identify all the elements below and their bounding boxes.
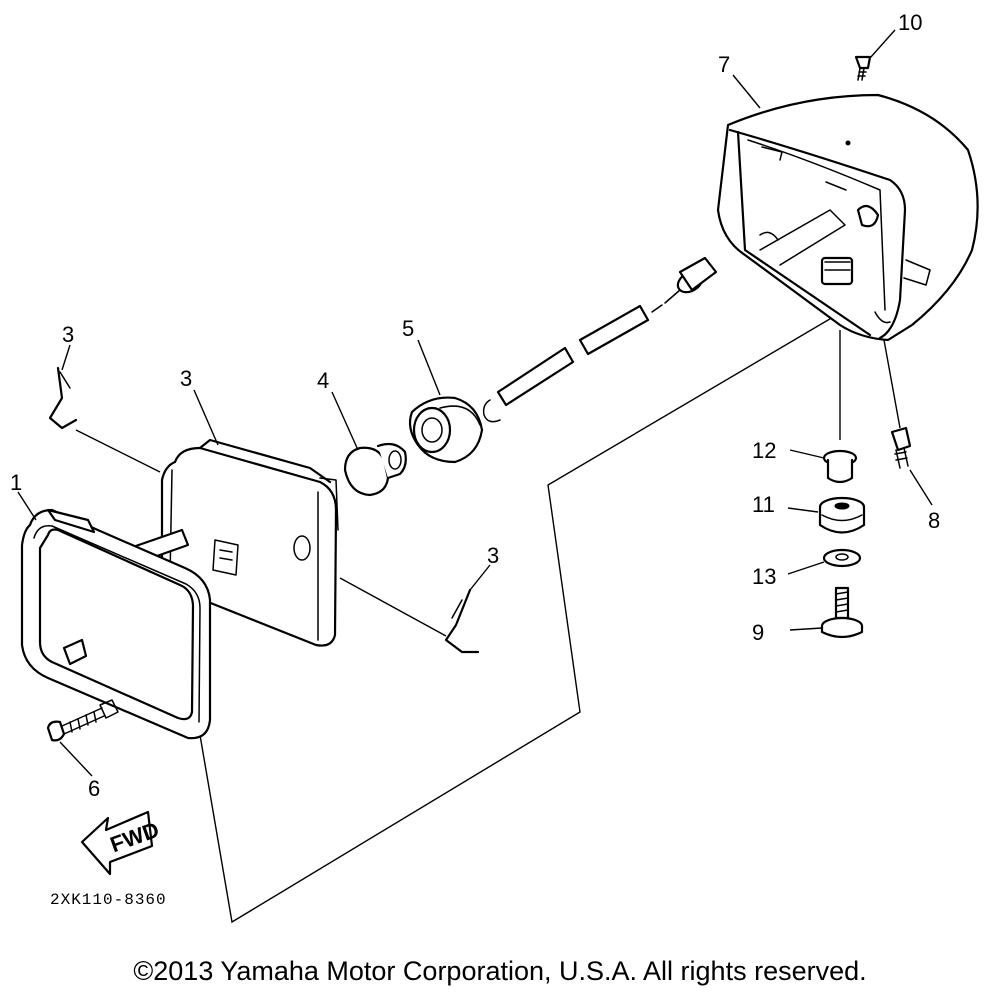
leader-2 xyxy=(193,389,219,446)
part-label-8: 8 xyxy=(928,508,940,533)
part-label-11: 11 xyxy=(752,492,775,517)
part-label-13: 13 xyxy=(752,564,776,589)
copyright-notice: ©2013 Yamaha Motor Corporation, U.S.A. A… xyxy=(133,956,867,986)
part-label-3-lower: 3 xyxy=(487,543,499,568)
spring-clip-lower xyxy=(444,588,480,654)
leader-12 xyxy=(789,449,825,459)
part-label-2: 3 xyxy=(180,366,192,391)
washer-13 xyxy=(822,548,862,568)
part-label-6: 6 xyxy=(88,776,100,801)
leader-8 xyxy=(909,469,933,506)
clip-guide-lower xyxy=(339,577,447,637)
assembly-guide-line xyxy=(199,299,863,924)
leader-9 xyxy=(869,29,896,59)
drawing-code: 2XK110-8360 xyxy=(50,891,167,909)
screw-8-guide xyxy=(883,339,901,429)
part-label-12: 12 xyxy=(752,438,776,463)
part-label-3-upper: 3 xyxy=(62,322,74,347)
part-label-1: 1 xyxy=(10,470,22,495)
grommet-11 xyxy=(818,496,866,534)
collar-12 xyxy=(822,449,858,484)
screw-8 xyxy=(890,426,912,469)
part-label-10: 9 xyxy=(752,620,764,645)
part-label-7: 7 xyxy=(718,52,730,77)
leader-11 xyxy=(787,507,819,513)
screw-6 xyxy=(46,707,105,742)
fwd-direction-arrow: FWD xyxy=(80,810,162,876)
spring-clip-upper xyxy=(48,366,78,430)
leader-6 xyxy=(59,741,93,777)
leader-5 xyxy=(417,339,441,396)
leader-4 xyxy=(331,391,359,451)
part-label-9: 10 xyxy=(898,10,922,35)
headlight-rim xyxy=(20,508,212,740)
leader-3-lower xyxy=(469,564,491,591)
part-label-4: 4 xyxy=(317,368,329,393)
bolt-10 xyxy=(820,586,864,639)
headlight-housing xyxy=(716,93,979,342)
bulb xyxy=(343,442,407,497)
leader-3-upper xyxy=(61,344,71,371)
leader-13 xyxy=(787,561,825,575)
leader-10 xyxy=(789,627,823,631)
clip-guide-upper xyxy=(75,429,161,473)
screw-9 xyxy=(854,55,872,81)
part-label-5: 5 xyxy=(402,316,414,341)
bulb-socket-cable xyxy=(408,256,718,464)
leader-1 xyxy=(17,491,37,521)
leader-7 xyxy=(732,74,761,109)
